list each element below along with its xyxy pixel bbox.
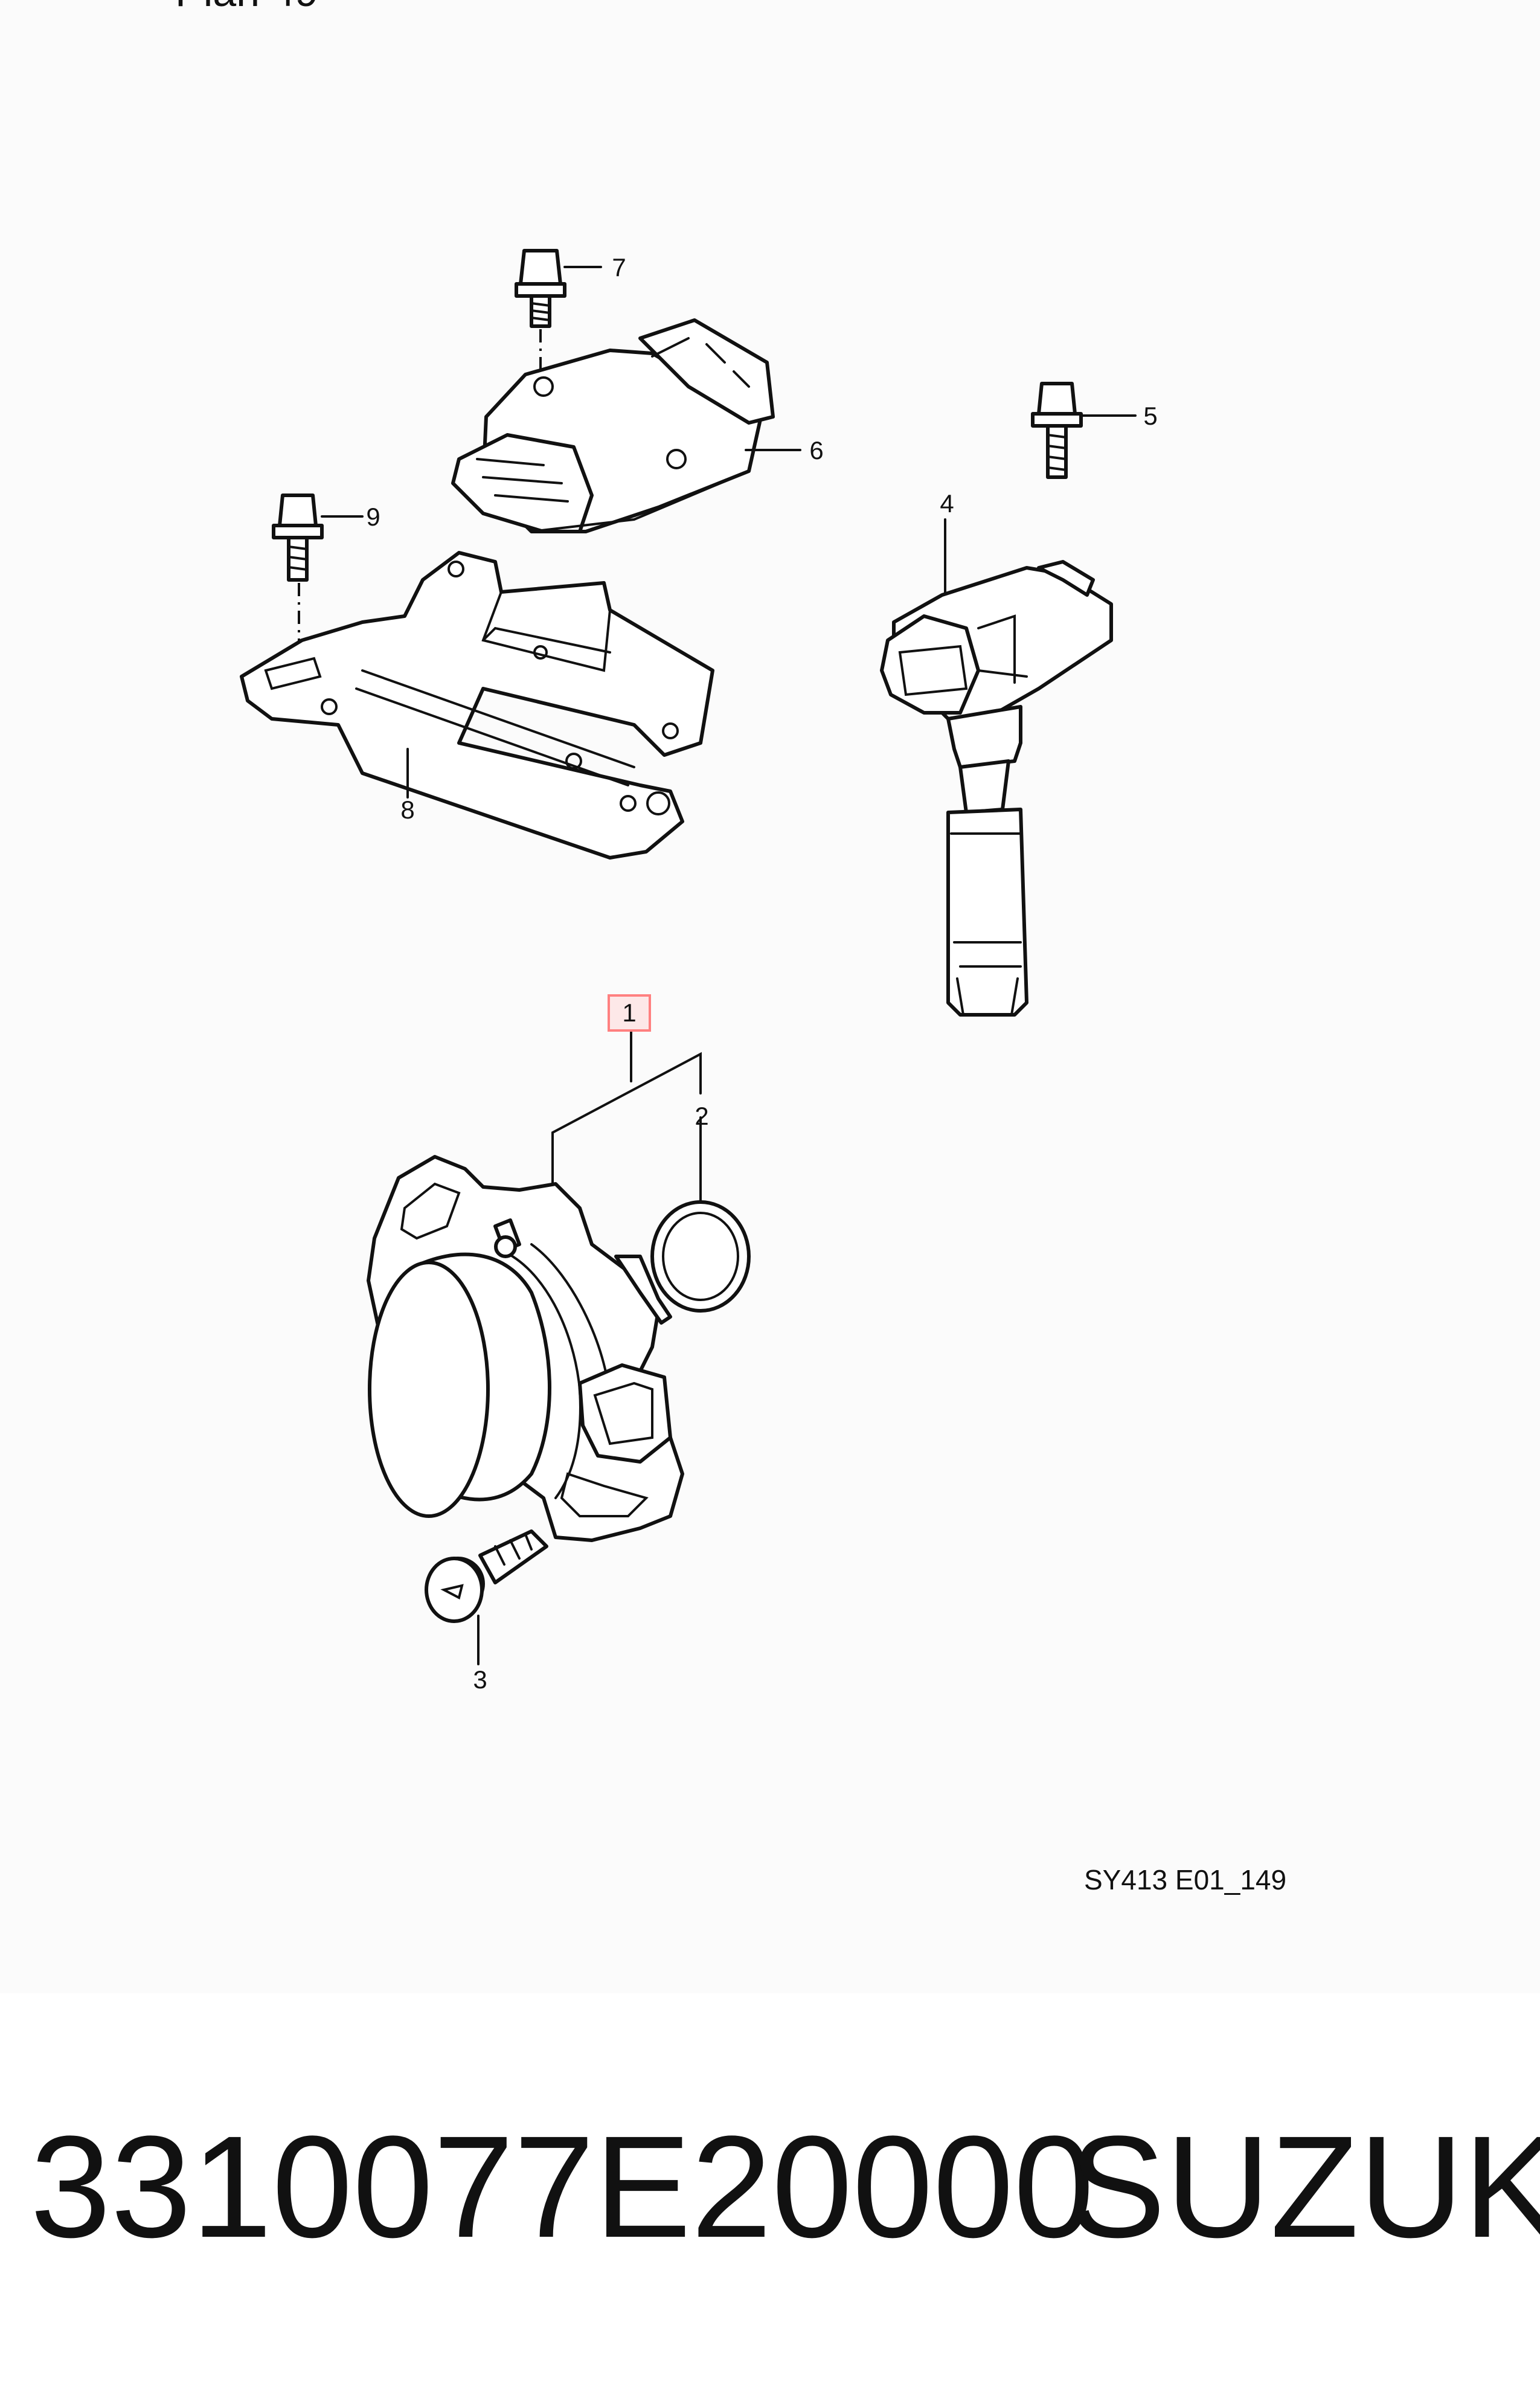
igniter-module-6-drawing: [451, 318, 801, 533]
brand-name: SUZUKI: [1069, 2106, 1540, 2268]
callout-2-label[interactable]: 2: [695, 1102, 708, 1130]
callout-5-label[interactable]: 5: [1143, 402, 1157, 430]
o-ring-2-drawing: [650, 1200, 751, 1313]
ignition-coil-4-drawing: [880, 518, 1113, 1017]
callout-4-label[interactable]: 4: [940, 489, 954, 518]
callout-9-label[interactable]: 9: [366, 503, 380, 531]
callout-1[interactable]: 1: [608, 994, 651, 1032]
parts-diagram: Plan 49: [175, 0, 1287, 1895]
diagram-reference-code: SY413 E01_149: [1084, 1864, 1287, 1895]
callout-1-label: 1: [622, 998, 636, 1027]
bracket-8-drawing: [240, 551, 714, 860]
callout-8-label[interactable]: 8: [400, 796, 414, 824]
bolt-5-drawing: [1031, 382, 1137, 479]
part-info-footer: [0, 1993, 1540, 2392]
header-partial-text: Plan 49: [175, 0, 318, 15]
callout-7-label[interactable]: 7: [612, 253, 626, 281]
exploded-view-drawing: Plan 49: [175, 0, 1158, 1694]
callout-3-label[interactable]: 3: [473, 1665, 487, 1694]
part-number: 3310077E20000: [30, 2106, 1094, 2268]
callout-1-highlight-box: [608, 994, 651, 1032]
screw-3-drawing: [425, 1529, 548, 1665]
callout-6-label[interactable]: 6: [809, 436, 823, 465]
sensor-1-drawing: [367, 1026, 702, 1542]
